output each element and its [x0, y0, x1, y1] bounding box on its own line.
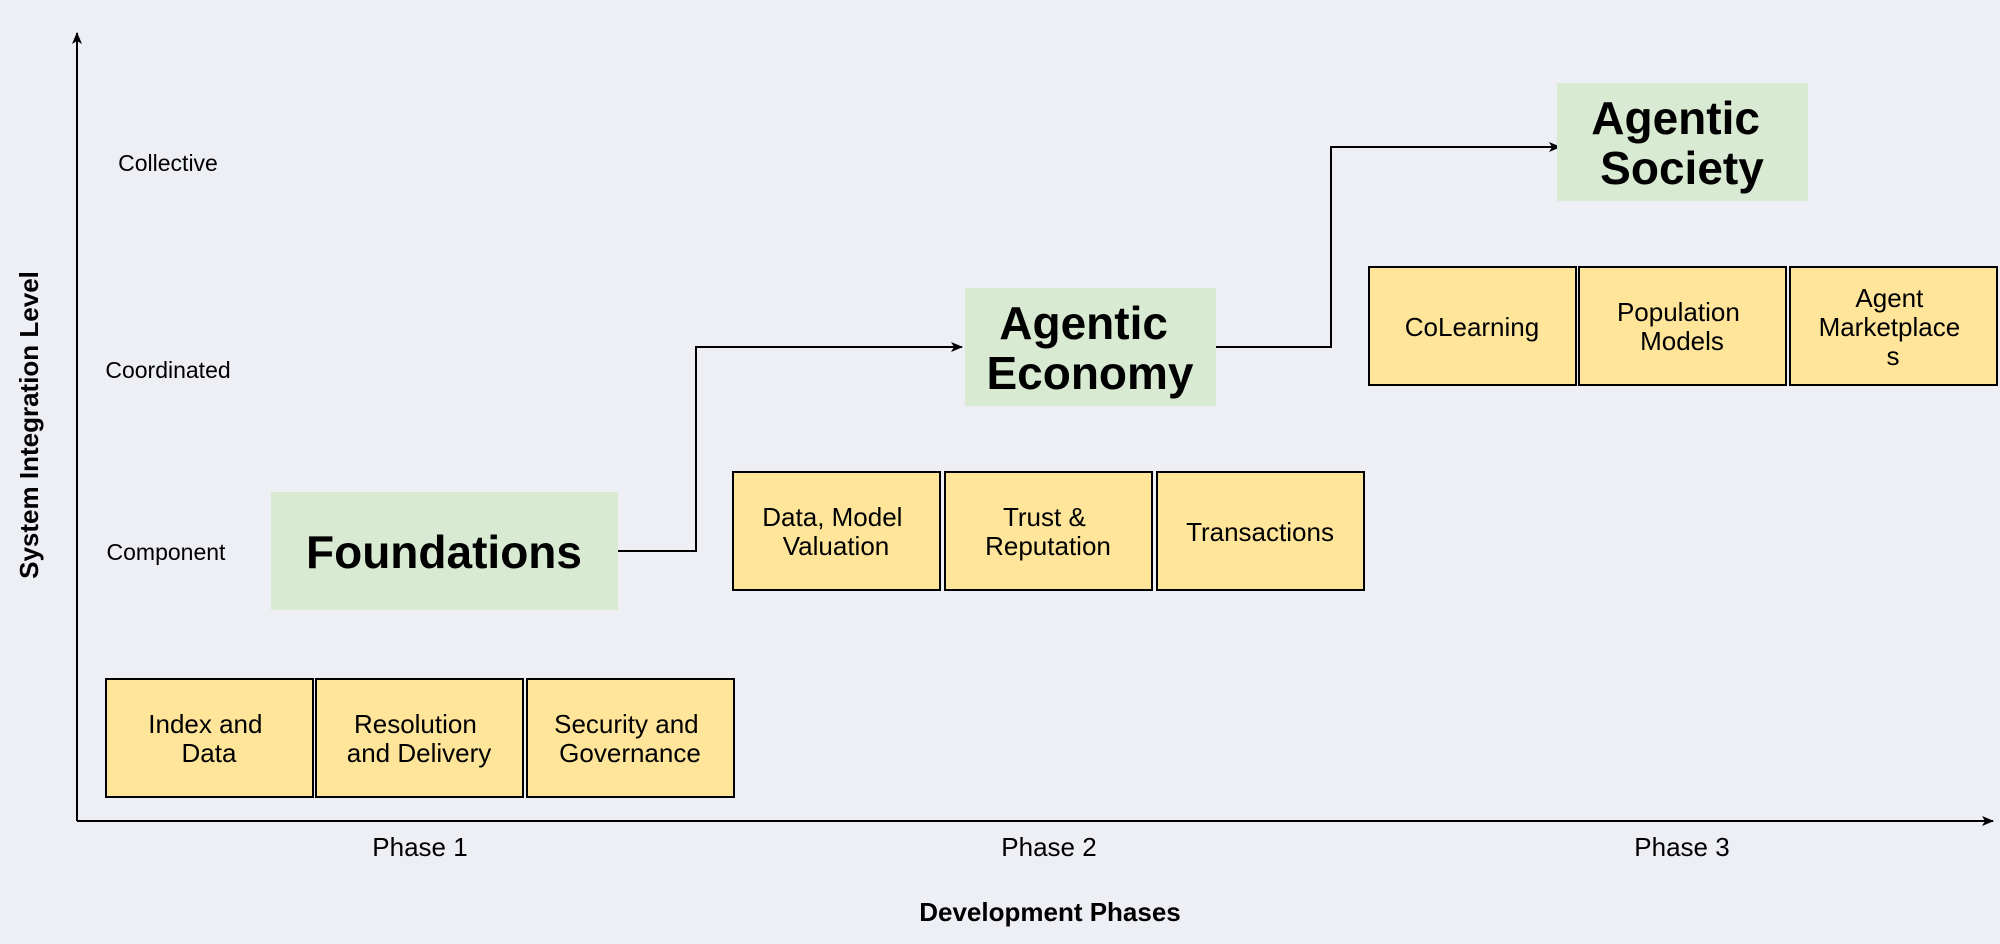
box-resolution-and-delivery: Resolution and Delivery — [315, 678, 524, 798]
box-trust-and-reputation: Trust & Reputation — [944, 471, 1153, 591]
x-axis-title: Development Phases — [919, 897, 1181, 927]
svg-text:Transactions: Transactions — [1186, 517, 1334, 547]
box-population-models-line-1: Population — [1617, 297, 1740, 327]
stage-agentic-society-line-2: Society — [1600, 142, 1764, 194]
box-data-model-valuation-line-1: Data, Model — [762, 502, 902, 532]
box-agent-marketplaces-line-3: s — [1887, 341, 1900, 371]
svg-text:CoLearning: CoLearning — [1405, 312, 1539, 342]
y-axis-title: System Integration Level — [14, 271, 44, 579]
box-resolution-and-delivery-line-2: and Delivery — [347, 738, 492, 768]
phase-label-3: Phase 3 — [1634, 832, 1729, 862]
svg-text:Agent Marketplace: Agent Marketplace s — [1819, 283, 1968, 371]
stage-agentic-society-line-1: Agentic — [1591, 92, 1760, 144]
level-label-component: Component — [107, 539, 227, 565]
box-index-and-data-line-1: Index and — [148, 709, 262, 739]
box-transactions: Transactions — [1156, 471, 1365, 591]
stage-agentic-economy-line-2: Economy — [986, 347, 1193, 399]
box-resolution-and-delivery-line-1: Resolution — [354, 709, 477, 739]
box-security-and-governance-line-2: Governance — [559, 738, 701, 768]
box-colearning: CoLearning — [1368, 266, 1577, 386]
box-population-models-line-2: Models — [1640, 326, 1724, 356]
svg-text:Population Models: Population Models — [1617, 297, 1747, 356]
box-agent-marketplaces-line-2: Marketplace — [1819, 312, 1961, 342]
box-index-and-data-line-2: Data — [182, 738, 237, 768]
level-label-coordinated: Coordinated — [105, 357, 230, 383]
connector-arrow-foundations-to-economy — [618, 342, 963, 552]
stage-foundations-line-1: Foundations — [306, 526, 582, 578]
svg-text:Agentic Economy: Agentic Economy — [986, 297, 1193, 399]
stage-foundations: Foundations — [271, 492, 618, 610]
box-trust-and-reputation-line-1: Trust & — [1003, 502, 1086, 532]
svg-text:Data, Model Valuation: Data, Model Valuation — [762, 502, 909, 561]
box-trust-and-reputation-line-2: Reputation — [985, 531, 1111, 561]
stage-agentic-economy-line-1: Agentic — [999, 297, 1168, 349]
level-label-collective: Collective — [118, 150, 218, 176]
box-agent-marketplaces: Agent Marketplace s — [1789, 266, 1998, 386]
box-security-and-governance: Security and Governance — [526, 678, 735, 798]
box-transactions-line-1: Transactions — [1186, 517, 1334, 547]
box-colearning-line-1: CoLearning — [1405, 312, 1539, 342]
svg-text:Agentic Society: Agentic Society — [1591, 92, 1772, 194]
svg-text:Trust & Reputation: Trust & Reputation — [985, 502, 1111, 561]
svg-text:Foundations: Foundations — [306, 526, 582, 578]
box-agent-marketplaces-line-1: Agent — [1855, 283, 1924, 313]
box-data-model-valuation-line-2: Valuation — [783, 531, 890, 561]
box-security-and-governance-line-1: Security and — [554, 709, 699, 739]
box-population-models: Population Models — [1578, 266, 1787, 386]
phase-label-1: Phase 1 — [372, 832, 467, 862]
connector-arrow-economy-to-society — [1216, 142, 1561, 348]
box-index-and-data: Index and Data — [105, 678, 314, 798]
phase-label-2: Phase 2 — [1001, 832, 1096, 862]
svg-text:Security and Governance: Security and Governance — [554, 709, 706, 768]
svg-text:Index and Data: Index and Data — [148, 709, 269, 768]
box-data-model-valuation: Data, Model Valuation — [732, 471, 941, 591]
svg-text:Resolution and Delivery: Resolution and Delivery — [347, 709, 492, 768]
stage-agentic-economy: Agentic Economy — [965, 288, 1216, 406]
stage-agentic-society: Agentic Society — [1557, 83, 1808, 201]
